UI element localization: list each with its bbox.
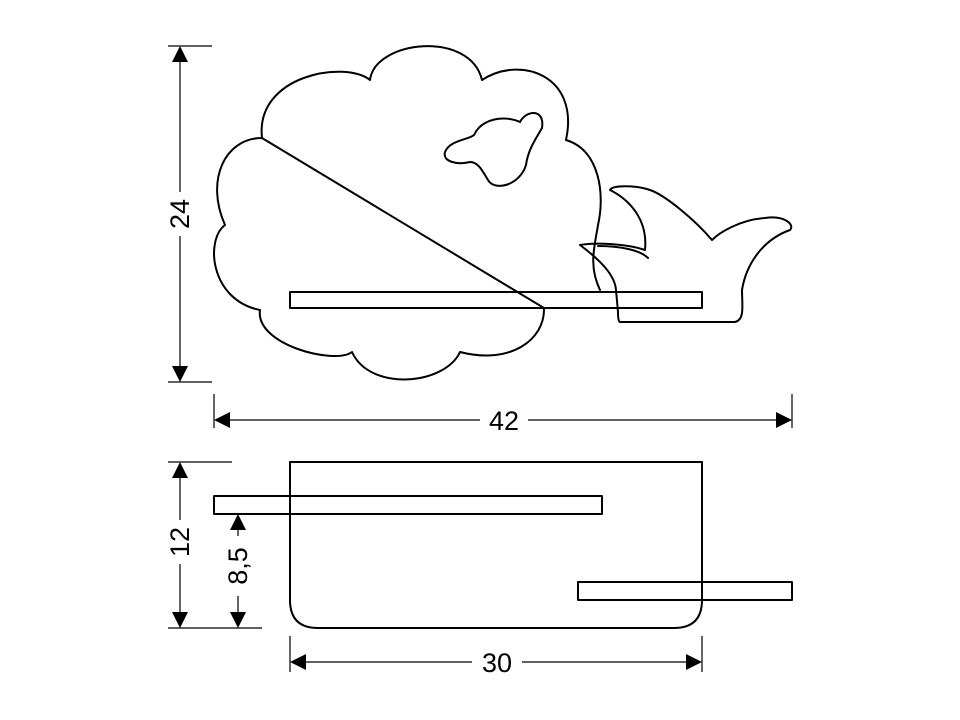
- front-shelf: [289, 291, 703, 309]
- top-view-lower-shelf: [577, 581, 793, 601]
- dimension-width-30: 30: [289, 636, 703, 678]
- dimension-label-base-width: 30: [482, 648, 512, 678]
- dimension-height-24: 24: [164, 45, 212, 383]
- sheep-head-cutout: [443, 112, 544, 187]
- grass-decoration: [579, 185, 793, 323]
- dimension-width-42: 42: [213, 394, 793, 436]
- grass-blade-line: [597, 245, 649, 259]
- dimension-label-shelf-depth: 8,5: [223, 547, 253, 585]
- top-view-upper-shelf: [213, 495, 603, 515]
- cloud-outline: [213, 45, 602, 381]
- top-view: [213, 461, 793, 629]
- dimension-label-depth: 12: [165, 527, 195, 557]
- dimension-label-width: 42: [489, 406, 519, 436]
- top-view-body: [289, 461, 703, 629]
- dimension-label-height: 24: [165, 199, 195, 229]
- dimension-depth-12: 12: [164, 461, 262, 629]
- front-view: [213, 45, 793, 381]
- dimension-shelf-depth-8-5: 8,5: [222, 514, 254, 628]
